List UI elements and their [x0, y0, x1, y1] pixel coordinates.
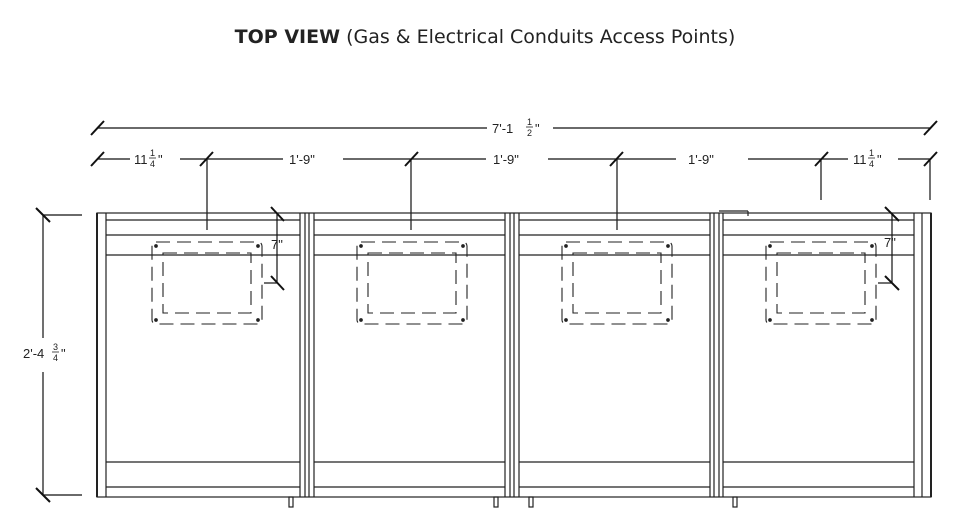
depth-label-main: 2'-4 [23, 346, 44, 361]
depth-label-den: 4 [53, 353, 58, 363]
access-point-3 [561, 241, 673, 325]
overall-width-label-tail: " [535, 121, 540, 136]
overall-width-label-den: 2 [527, 128, 532, 138]
cabinet-run [96, 210, 932, 508]
overall-width-label-main: 7'-1 [492, 121, 513, 136]
depth-label-tail: " [61, 346, 66, 361]
offset-dimension-left [264, 206, 285, 291]
depth-dimension [35, 207, 82, 503]
access-point-1 [151, 241, 263, 325]
segment-label-1-num: 1 [150, 148, 155, 158]
segment-label-3: 1'-9" [493, 152, 519, 167]
drawing-title: TOP VIEW (Gas & Electrical Conduits Acce… [0, 26, 970, 48]
segment-label-2: 1'-9" [289, 152, 315, 167]
cabinet-2 [314, 219, 505, 488]
title-rest: (Gas & Electrical Conduits Access Points… [346, 26, 736, 48]
segment-dimension-line [90, 151, 938, 230]
offset-dimension-right [878, 206, 900, 291]
segment-label-1-den: 4 [150, 159, 155, 169]
access-point-2 [356, 241, 468, 325]
overall-width-label-num: 1 [527, 117, 532, 127]
offset-label-right: 7" [884, 235, 896, 250]
cabinet-3 [519, 219, 710, 488]
segment-label-1-tail: " [158, 152, 163, 167]
depth-label-num: 3 [53, 342, 58, 352]
segment-label-5-den: 4 [869, 159, 874, 169]
segment-label-4: 1'-9" [688, 152, 714, 167]
offset-label-left: 7" [271, 237, 283, 252]
cabinet-4 [723, 219, 914, 488]
title-bold: TOP VIEW [234, 26, 341, 48]
overall-width-dimension [90, 120, 938, 136]
segment-label-5-main: 11 [853, 152, 867, 167]
segment-label-5-tail: " [877, 152, 882, 167]
access-point-4 [765, 241, 877, 325]
cabinet-1 [105, 213, 301, 497]
segment-label-1-main: 11 [134, 152, 148, 167]
segment-label-5-num: 1 [869, 148, 874, 158]
